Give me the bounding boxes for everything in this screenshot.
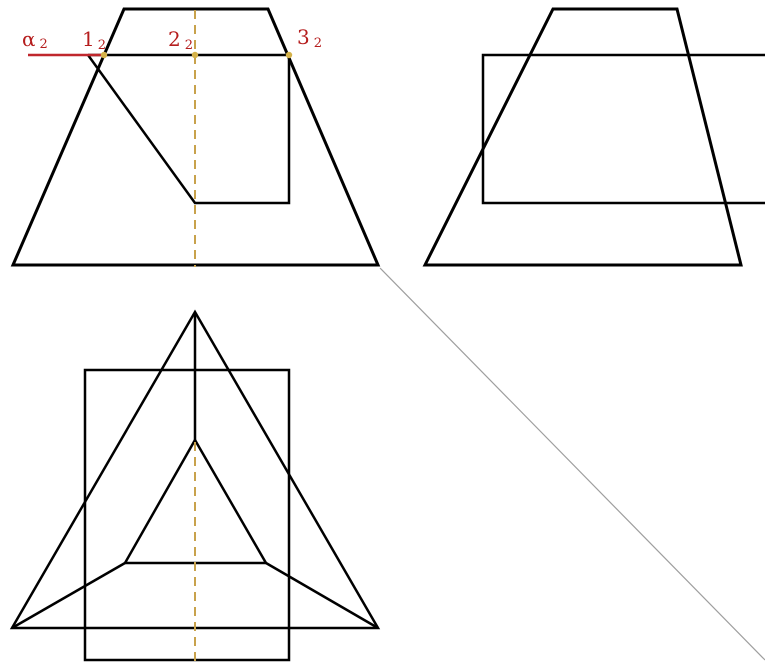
top-view-rectangle <box>83 368 291 662</box>
top-view <box>9 309 381 662</box>
notch-outline <box>86 54 291 205</box>
top-view-edge-right <box>265 561 379 630</box>
side-view-outline <box>422 7 743 267</box>
front-view-outline <box>10 7 381 267</box>
point-2 <box>191 51 199 59</box>
construction-line <box>379 267 765 661</box>
side-view <box>422 7 765 267</box>
point-3 <box>285 51 293 59</box>
side-view-prism <box>481 53 765 205</box>
top-view-edge-left <box>11 561 126 630</box>
point-1 <box>100 51 108 59</box>
